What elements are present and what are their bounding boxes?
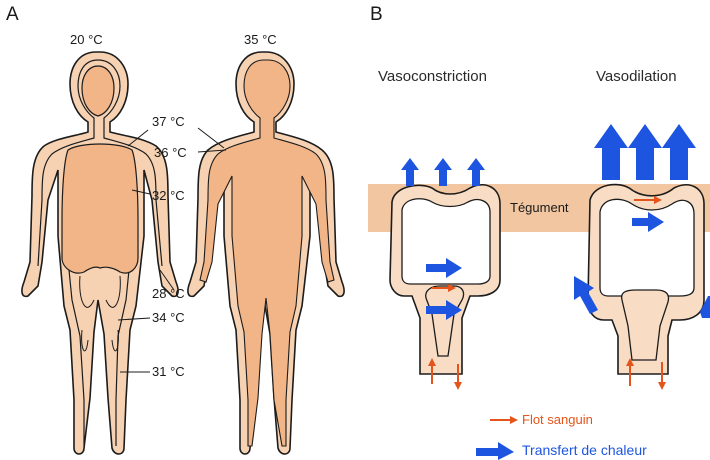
isotherm-label-3: 32 °C [152,188,185,203]
left-body-temperature: 20 °C [70,32,103,47]
body-warm [188,52,344,454]
vasoconstriction-title: Vasoconstriction [378,68,487,85]
isotherm-label-5: 34 °C [152,310,185,325]
body-warm-core [200,60,334,446]
legend-heat-arrow [476,442,514,460]
vessel-dilated-lumen [600,199,694,296]
legend [476,420,514,460]
vasodilation-title: Vasodilation [596,68,677,85]
isotherm-label-1: 37 °C [152,114,185,129]
skin-label: Tégument [510,200,569,215]
body-cold [22,52,178,454]
vessel-dilated [574,124,710,386]
body-cold-torso-core [62,144,138,273]
isotherm-label-4: 28 °C [152,286,185,301]
isotherm-label-2: 36 °C [154,145,187,160]
panel-a-letter: A [6,4,19,26]
legend-blood-label: Flot sanguin [522,412,593,427]
panel-b-letter: B [370,4,383,26]
isotherm-label-6: 31 °C [152,364,185,379]
right-body-temperature: 35 °C [244,32,277,47]
legend-heat-label: Transfert de chaleur [522,442,647,458]
